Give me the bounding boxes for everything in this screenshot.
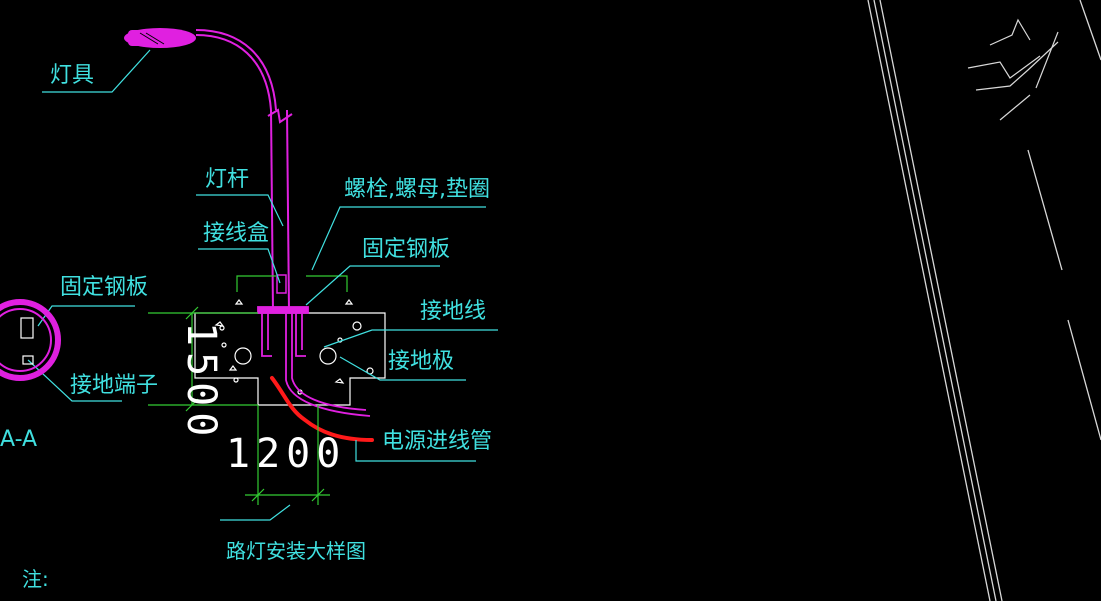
label-fixing-plate-right: 固定钢板 [362,237,450,262]
foundation [194,299,386,406]
label-junction-box: 接线盒 [203,221,269,246]
lamp-arm [195,29,277,111]
label-section-a-a: A-A [0,427,37,452]
dimension-depth: 1500 [178,322,224,442]
label-bolts: 螺栓,螺母,垫圈 [344,177,490,202]
lamp-fixture [124,28,196,48]
junction-box [276,274,287,294]
label-ground-wire: 接地线 [420,299,486,324]
label-fixture: 灯具 [50,63,94,88]
road-edge-lines [867,0,1101,601]
label-power-conduit: 电源进线管 [382,429,492,454]
drawing-title: 路灯安装大样图 [226,539,366,563]
label-fixing-plate-left: 固定钢板 [60,275,148,300]
leader-lines [27,49,498,521]
label-ground-terminal: 接地端子 [70,373,158,398]
conduit-highlight [270,376,374,442]
note-label: 注: [22,567,49,591]
label-ground-electrode: 接地极 [388,349,454,374]
north-arrow-sketch [967,18,1059,121]
label-pole: 灯杆 [205,167,249,192]
section-a-a-detail [0,299,61,381]
dimension-width: 1200 [226,431,346,477]
dimension-lines [148,275,348,505]
lamp-pole [267,108,293,313]
anchor-bolts [257,306,371,417]
